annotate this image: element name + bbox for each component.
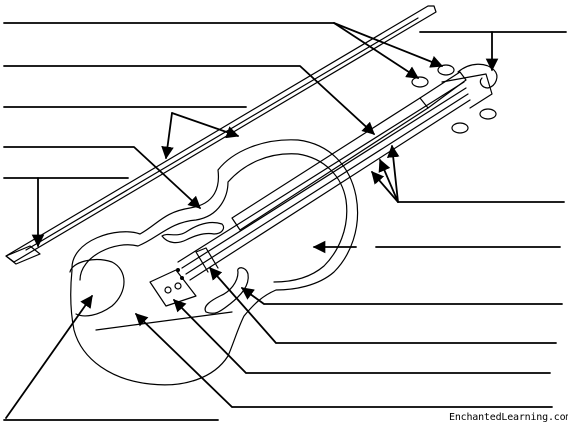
- pointer-bow-hair-a: [161, 112, 174, 160]
- pointer-strings-a: [378, 158, 399, 203]
- string-4: [189, 99, 471, 281]
- bow: [5, 5, 437, 265]
- string-3: [185, 93, 469, 275]
- body-lower-seam: [95, 311, 233, 331]
- fine-tuner-1: [164, 286, 172, 294]
- tailpiece-dot-1: [176, 268, 181, 273]
- tailpiece: [149, 269, 197, 307]
- tailpiece-dot-2: [180, 276, 185, 281]
- label-line-fingerboard: [3, 65, 375, 135]
- pointer-strings-b: [371, 171, 399, 203]
- pointer-pegs-a: [333, 22, 420, 79]
- neck: [419, 71, 467, 109]
- scroll: [457, 63, 498, 89]
- label-line-bridge: [210, 268, 557, 344]
- neck-and-fingerboard: [177, 63, 498, 281]
- label-line-tailpiece: [136, 314, 553, 408]
- bridge-and-tailpiece: [149, 247, 219, 307]
- bow-frog: [5, 245, 41, 265]
- body-inner-edge: [79, 153, 348, 283]
- label-line-f-hole: [242, 288, 563, 305]
- f-hole-lower: [204, 267, 249, 314]
- pointer-bow-hair-b: [171, 112, 240, 139]
- peg-3: [451, 122, 469, 134]
- bow-hair: [25, 17, 419, 251]
- pointer-strings-c: [386, 144, 400, 203]
- fine-tuner-2: [174, 282, 182, 290]
- peg-4: [479, 108, 497, 120]
- pointer-pegs-b: [333, 22, 444, 68]
- label-line-body: [3, 146, 201, 209]
- string-1: [177, 81, 465, 263]
- peg-2: [437, 64, 455, 76]
- pegbox: [441, 73, 493, 109]
- label-lines: [3, 22, 567, 421]
- label-line-fine-tuners: [174, 300, 551, 374]
- chinrest: [69, 259, 125, 317]
- credit-text: EnchantedLearning.com: [449, 412, 568, 423]
- string-2: [181, 87, 467, 269]
- f-hole-upper: [161, 221, 225, 244]
- peg-1: [411, 76, 429, 88]
- pointer-chinrest: [5, 294, 93, 419]
